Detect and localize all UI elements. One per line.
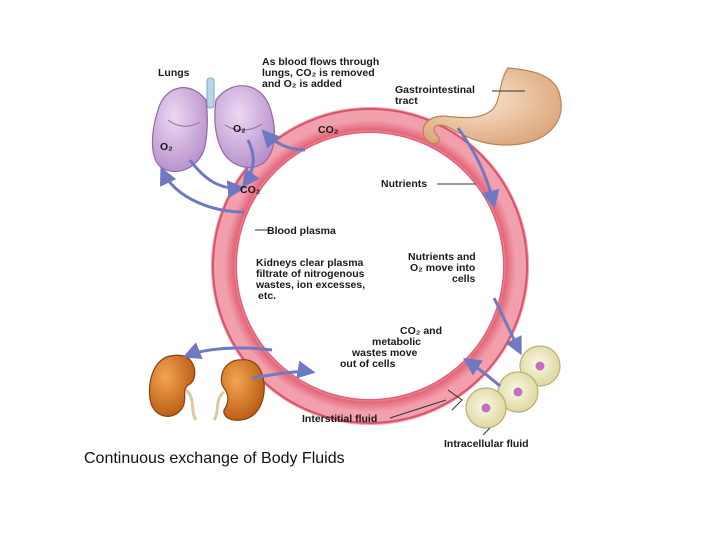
kidneys-note-line4: etc. <box>258 290 276 302</box>
co2-wastes-line1: CO₂ and <box>400 325 442 337</box>
nutrients-o2-line3: cells <box>452 273 476 285</box>
nutrients-o2-line2: O₂ move into <box>410 262 475 274</box>
gi-tract-illustration <box>422 67 562 146</box>
nutrients-to-cells-arrow <box>492 297 522 356</box>
co2-to-lungs-arrow <box>261 129 306 152</box>
intracellular-fluid-label: Intracellular fluid <box>444 438 529 450</box>
kidneys-note-line1: Kidneys clear plasma <box>256 257 364 269</box>
lungs-illustration <box>151 77 275 172</box>
exchange-arrows <box>159 127 522 388</box>
o2-left-label: O₂ <box>160 141 173 153</box>
nutrients-arrow <box>456 127 500 209</box>
figure-caption: Continuous exchange of Body Fluids <box>84 450 345 467</box>
nutrients-label: Nutrients <box>381 178 427 190</box>
o2-right-label: O₂ <box>233 123 246 135</box>
leader-lines <box>255 90 525 436</box>
lungs-note-line3: and O₂ is added <box>262 78 342 90</box>
kidney-return-arrow <box>251 360 316 380</box>
o2-to-blood-arrow <box>241 139 260 188</box>
co2-wastes-line4: out of cells <box>340 358 396 370</box>
interstitial-fluid-label: Interstitial fluid <box>302 413 377 425</box>
cells-illustration <box>465 345 561 429</box>
blood-to-lung-arrow <box>159 166 245 214</box>
nutrients-o2-line1: Nutrients and <box>408 251 476 263</box>
kidneys-illustration <box>148 354 265 421</box>
kidney-clear-arrow <box>182 342 273 360</box>
gi-tract-label-line1: Gastrointestinal <box>395 84 475 96</box>
lungs-label: Lungs <box>158 67 190 79</box>
blood-plasma-ring <box>211 107 529 425</box>
lung-o2-arrow <box>188 159 246 199</box>
blood-plasma-label: Blood plasma <box>267 225 336 237</box>
lungs-note-line1: As blood flows through <box>262 56 379 68</box>
kidneys-note-line3: wastes, ion excesses, <box>255 279 365 291</box>
co2-mid-label: CO₂ <box>240 184 261 196</box>
co2-top-label: CO₂ <box>318 124 339 136</box>
kidneys-note-line2: filtrate of nitrogenous <box>256 268 365 280</box>
co2-wastes-line2: metabolic <box>372 336 421 348</box>
lungs-note-line2: lungs, CO₂ is removed <box>262 67 375 79</box>
gi-tract-label-line2: tract <box>395 95 418 107</box>
wastes-out-arrow <box>463 358 501 388</box>
co2-wastes-line3: wastes move <box>351 347 418 359</box>
